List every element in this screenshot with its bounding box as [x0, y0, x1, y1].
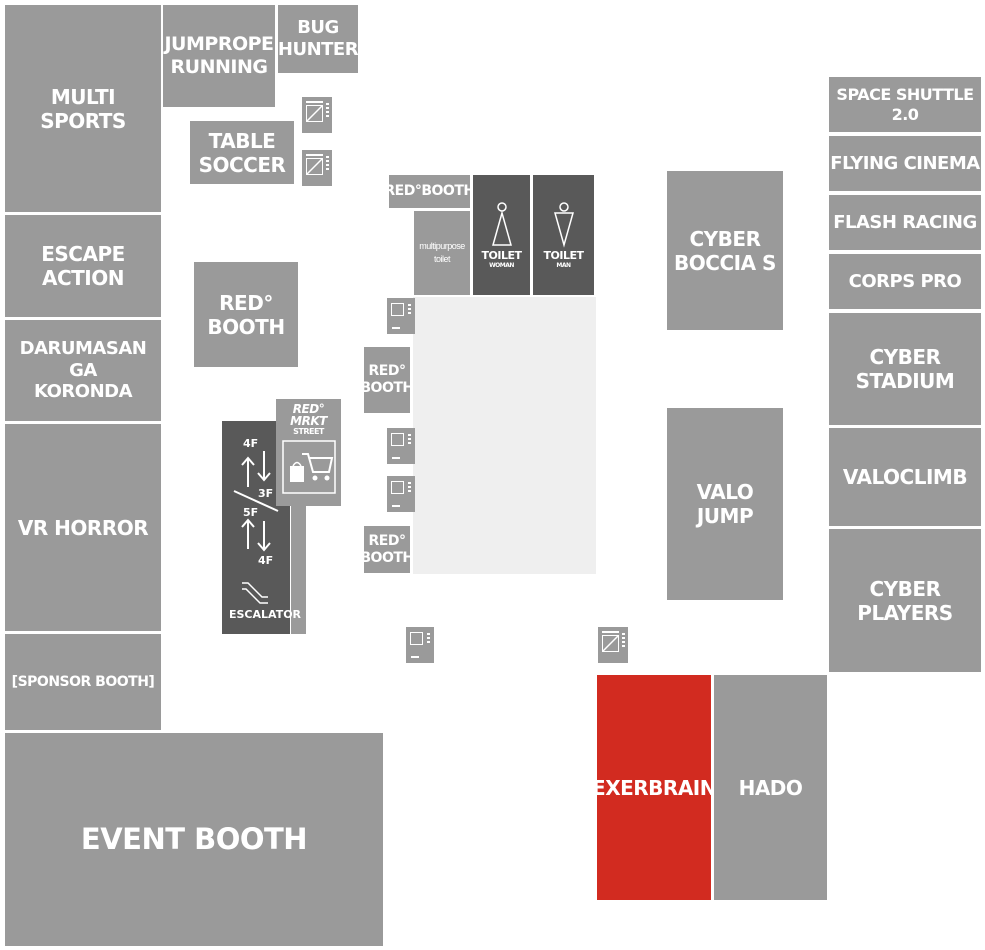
zone-exerbrain[interactable]: EXERBRAIN: [592, 675, 716, 900]
zone-multi-sports[interactable]: MULTI SPORTS: [5, 5, 161, 212]
zone-label: multipurpose toilet: [419, 241, 465, 264]
zone-label: SPACE SHUTTLE 2.0: [836, 85, 974, 124]
vending-machine-icon: [302, 150, 332, 186]
zone-flash-racing[interactable]: FLASH RACING: [829, 195, 981, 250]
escalator-label: ESCALATOR: [229, 608, 302, 621]
zone-label: VALO JUMP: [696, 480, 754, 528]
zone-cyber-players[interactable]: CYBER PLAYERS: [829, 529, 981, 672]
toilet-label: TOILET: [543, 248, 584, 262]
zone-multipurpose-toilet[interactable]: multipurpose toilet: [414, 211, 470, 295]
market-logo-line3: STREET: [293, 427, 324, 436]
zone-label: CYBER BOCCIA S: [674, 226, 776, 275]
zone-valoclimb[interactable]: VALOCLIMB: [829, 428, 981, 526]
zone-label: HADO: [738, 775, 803, 800]
red-market-street[interactable]: RED° MRKT STREET: [276, 399, 341, 506]
zone-corps-pro[interactable]: CORPS PRO: [829, 254, 981, 309]
woman-icon: [491, 202, 512, 246]
zone-label: TABLE SOCCER: [198, 128, 286, 177]
shopping-cart-icon: [281, 439, 336, 494]
zone-label: VR HORROR: [17, 515, 149, 540]
zone-label: CYBER STADIUM: [855, 345, 955, 393]
zone-red-booth-low[interactable]: RED° BOOTH: [360, 526, 414, 573]
zone-flying-cinema[interactable]: FLYING CINEMA: [829, 136, 981, 191]
zone-label: CORPS PRO: [848, 270, 962, 292]
zone-label: RED° BOOTH: [360, 532, 414, 566]
zone-toilet-man[interactable]: TOILET MAN: [533, 175, 594, 295]
market-logo-line1: RED°: [292, 402, 325, 416]
zone-label: CYBER PLAYERS: [857, 576, 953, 625]
zone-label: ESCAPE ACTION: [41, 242, 125, 290]
zone-space-shuttle-2[interactable]: SPACE SHUTTLE 2.0: [829, 77, 981, 132]
zone-darumasan-ga-koronda[interactable]: DARUMASAN GA KORONDA: [5, 320, 161, 421]
zone-cyber-stadium[interactable]: CYBER STADIUM: [829, 313, 981, 425]
vending-machine-icon: [598, 627, 628, 663]
vending-machine-icon: [387, 428, 415, 464]
vending-machine-icon: [302, 97, 332, 133]
zone-sponsor-booth[interactable]: [SPONSOR BOOTH]: [5, 634, 161, 730]
zone-label: BUG HUNTER: [277, 17, 359, 60]
zone-red-booth-top[interactable]: RED°BOOTH: [384, 175, 475, 208]
zone-label: FLASH RACING: [833, 211, 977, 233]
zone-label: DARUMASAN GA KORONDA: [19, 338, 147, 403]
zone-label: RED° BOOTH: [360, 363, 414, 396]
zone-cyber-boccia-s[interactable]: CYBER BOCCIA S: [667, 171, 783, 330]
zone-vr-horror[interactable]: VR HORROR: [5, 424, 161, 631]
zone-red-booth-left[interactable]: RED° BOOTH: [194, 262, 298, 367]
zone-label: RED° BOOTH: [207, 290, 285, 339]
zone-hado[interactable]: HADO: [714, 675, 827, 900]
floor-label-5f: 5F: [243, 506, 259, 519]
zone-label: [SPONSOR BOOTH]: [11, 673, 155, 690]
zone-label: MULTI SPORTS: [40, 84, 126, 133]
zone-label: JUMPROPE RUNNING: [164, 33, 274, 78]
vending-machine-icon: [387, 476, 415, 512]
escalator-rail: [291, 505, 306, 634]
zone-escape-action[interactable]: ESCAPE ACTION: [5, 215, 161, 317]
man-icon: [553, 202, 574, 248]
toilet-sub-label: WOMAN: [489, 262, 514, 269]
zone-label: RED°BOOTH: [384, 183, 475, 200]
zone-valo-jump[interactable]: VALO JUMP: [667, 408, 783, 600]
toilet-label: TOILET: [481, 248, 522, 262]
floor-label-4f: 4F: [243, 437, 259, 450]
zone-event-booth[interactable]: EVENT BOOTH: [5, 733, 383, 946]
zone-label: FLYING CINEMA: [830, 152, 980, 174]
floor-label-4f-bottom: 4F: [258, 554, 274, 567]
toilet-sub-label: MAN: [556, 262, 571, 269]
zone-table-soccer[interactable]: TABLE SOCCER: [190, 121, 294, 184]
zone-red-booth-mid[interactable]: RED° BOOTH: [360, 347, 414, 413]
floor-label-3f: 3F: [258, 487, 274, 500]
vending-machine-icon: [406, 627, 434, 663]
escalator-arrows-icon: [233, 451, 279, 604]
zone-bug-hunter[interactable]: BUG HUNTER: [277, 5, 359, 73]
zone-label: EVENT BOOTH: [80, 822, 308, 857]
zone-label: EXERBRAIN: [592, 775, 716, 800]
zone-toilet-woman[interactable]: TOILET WOMAN: [473, 175, 530, 295]
zone-jumprope-running[interactable]: JUMPROPE RUNNING: [163, 5, 275, 107]
zone-label: VALOCLIMB: [842, 465, 968, 489]
vending-machine-icon: [387, 298, 415, 334]
open-area: [413, 297, 596, 574]
market-logo-line2: MRKT: [290, 414, 327, 428]
